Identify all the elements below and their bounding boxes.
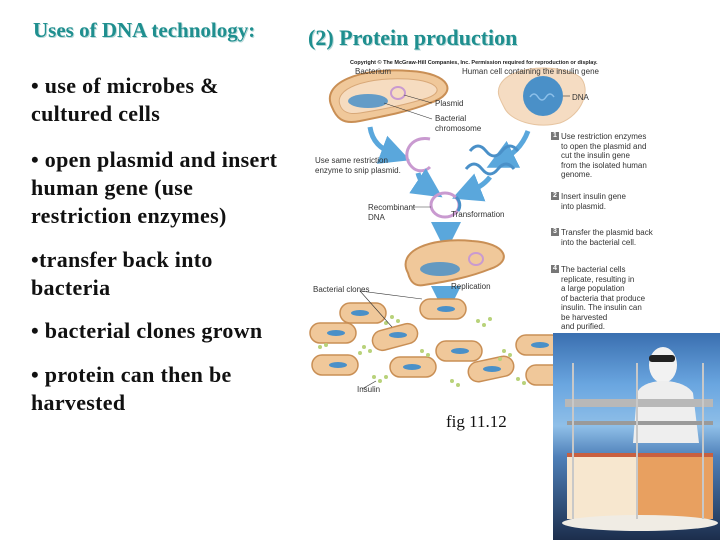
bioreactor-image: [562, 347, 718, 531]
label-recombinant-dna: Recombinant DNA: [368, 203, 416, 222]
label-human-cell: Human cell containing the insulin gene: [462, 67, 599, 76]
label-bacterium: Bacterium: [355, 67, 392, 76]
bacterial-clones-icon: [309, 290, 567, 390]
label-dna: DNA: [572, 93, 589, 102]
label-insulin: Insulin: [357, 385, 381, 394]
label-plasmid: Plasmid: [435, 99, 464, 108]
bullet-item: • open plasmid and insert human gene (us…: [31, 147, 278, 228]
slide-title-main: Uses of DNA technology:: [33, 18, 256, 42]
human-cell-icon: [497, 67, 586, 126]
bullet-item: • protein can then be harvested: [31, 362, 232, 415]
bioreactor-photo: [553, 333, 720, 540]
label-same-enzyme: Use same restriction enzyme to snip plas…: [315, 156, 401, 175]
bullet-item: • bacterial clones grown: [31, 318, 263, 343]
diagram-graphic: [309, 67, 586, 390]
insulin-production-diagram: Copyright © The McGraw-Hill Companies, I…: [300, 55, 720, 415]
bullet-item: • use of microbes & cultured cells: [31, 73, 219, 126]
copyright-notice: Copyright © The McGraw-Hill Companies, I…: [350, 60, 598, 66]
bullet-item: •transfer back into bacteria: [31, 247, 213, 300]
label-transformation: Transformation: [451, 210, 505, 219]
label-replication: Replication: [451, 282, 491, 291]
label-bacterial-clones: Bacterial clones: [313, 285, 370, 294]
bacterium-icon: [328, 69, 449, 123]
figure-caption: fig 11.12: [446, 412, 507, 431]
slide-title-sub: (2) Protein production: [308, 25, 518, 50]
label-bacterial-chromosome: Bacterial chromosome: [435, 114, 482, 133]
